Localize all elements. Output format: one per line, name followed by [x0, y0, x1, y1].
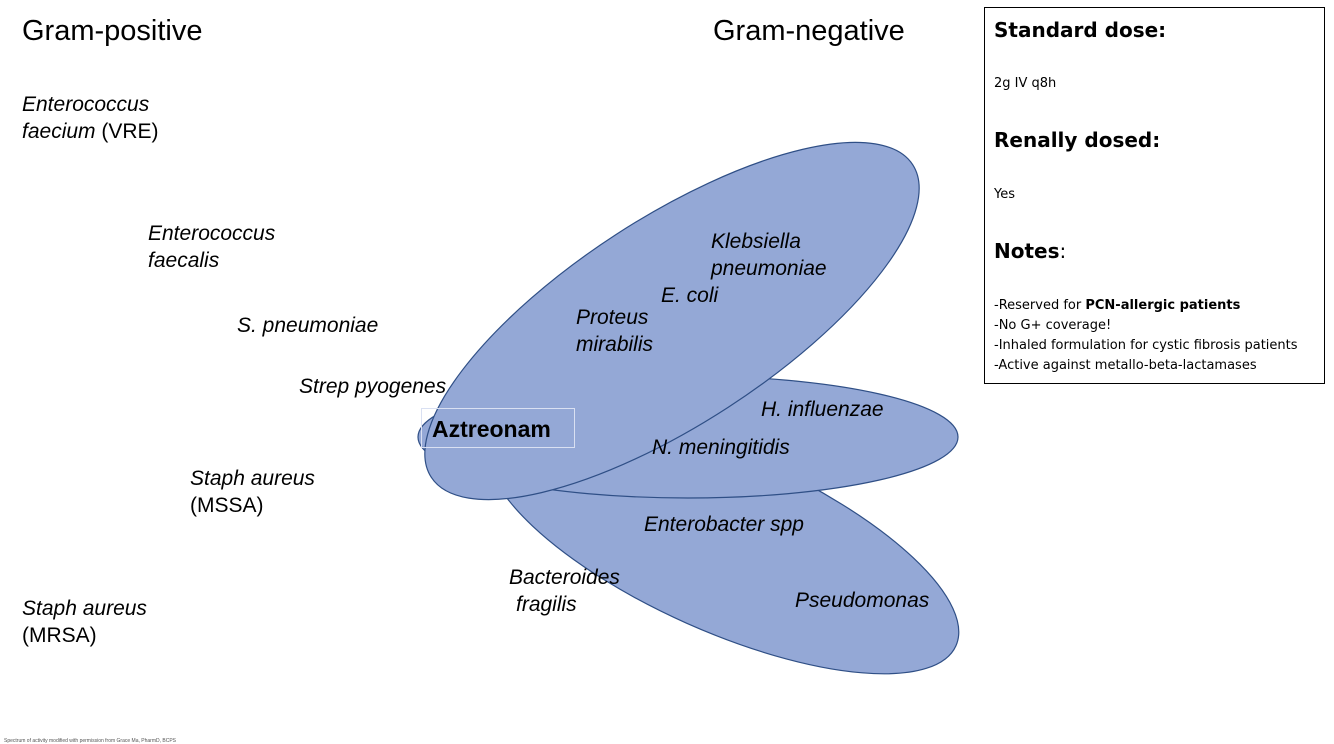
organism-klebsiella-pneumoniae: Klebsiella pneumoniae: [711, 228, 827, 282]
organism-staph-aureus-mrsa: Staph aureus (MRSA): [22, 595, 147, 649]
attribution-footer: Spectrum of activity modified with permi…: [4, 738, 176, 744]
organism-staph-aureus-mssa: Staph aureus (MSSA): [190, 465, 315, 519]
organism-line: Enterococcus: [148, 222, 276, 245]
organism-line: faecalis: [148, 249, 220, 272]
organism-bacteroides-fragilis: Bacteroides fragilis: [509, 564, 620, 618]
note-item: -No G+ coverage!: [994, 318, 1112, 333]
gram-positive-heading: Gram-positive: [22, 15, 203, 47]
drug-info-box: Standard dose: 2g IV q8h Renally dosed: …: [984, 7, 1325, 384]
organism-line: Staph aureus: [22, 597, 147, 620]
organism-line: pneumoniae: [711, 257, 827, 280]
organism-line: fragilis: [516, 593, 577, 616]
note-item: -Inhaled formulation for cystic fibrosis…: [994, 338, 1298, 353]
notes-label: Notes:: [994, 239, 1066, 263]
organism-enterobacter-spp: Enterobacter spp: [644, 513, 804, 536]
renal-dosing-label: Renally dosed:: [994, 128, 1161, 152]
organism-enterococcus-faecalis: Enterococcus faecalis: [148, 220, 275, 274]
organism-strep-pyogenes: Strep pyogenes: [299, 375, 447, 398]
organism-line: mirabilis: [576, 333, 654, 356]
organism-proteus-mirabilis: Proteus mirabilis: [576, 304, 653, 358]
gram-negative-heading: Gram-negative: [713, 15, 905, 47]
note-item: -Reserved for PCN-allergic patients: [994, 296, 1298, 316]
organism-line: (MRSA): [22, 624, 97, 647]
notes-list: -Reserved for PCN-allergic patients -No …: [994, 296, 1298, 376]
organism-h-influenzae: H. influenzae: [761, 398, 884, 421]
notes-label-text: Notes: [994, 239, 1060, 263]
standard-dose-label: Standard dose:: [994, 18, 1167, 42]
organism-name: faecium: [22, 120, 96, 143]
organism-enterococcus-faecium: Enterococcus faecium (VRE): [22, 91, 159, 145]
organism-line: Proteus: [576, 306, 649, 329]
organism-s-pneumoniae: S. pneumoniae: [237, 314, 379, 337]
note-text: -Reserved for: [994, 298, 1086, 313]
note-item: -Active against metallo-beta-lactamases: [994, 358, 1257, 373]
note-emphasis: PCN-allergic patients: [1085, 298, 1241, 313]
organism-line: (MSSA): [190, 494, 264, 517]
renal-dosing-value: Yes: [994, 187, 1015, 202]
organism-line: Klebsiella: [711, 230, 801, 253]
notes-label-colon: :: [1059, 239, 1067, 263]
organism-qualifier: (VRE): [95, 120, 159, 143]
standard-dose-value: 2g IV q8h: [994, 76, 1057, 91]
organism-line: Bacteroides: [509, 566, 620, 589]
organism-line: Enterococcus: [22, 93, 150, 116]
organism-line: Staph aureus: [190, 467, 315, 490]
organism-e-coli: E. coli: [661, 284, 719, 307]
coverage-ellipse-upper: [424, 141, 920, 501]
organism-n-meningitidis: N. meningitidis: [652, 436, 790, 459]
drug-label: Aztreonam: [421, 408, 575, 448]
organism-line: faecium (VRE): [22, 118, 159, 145]
organism-pseudomonas: Pseudomonas: [795, 589, 930, 612]
